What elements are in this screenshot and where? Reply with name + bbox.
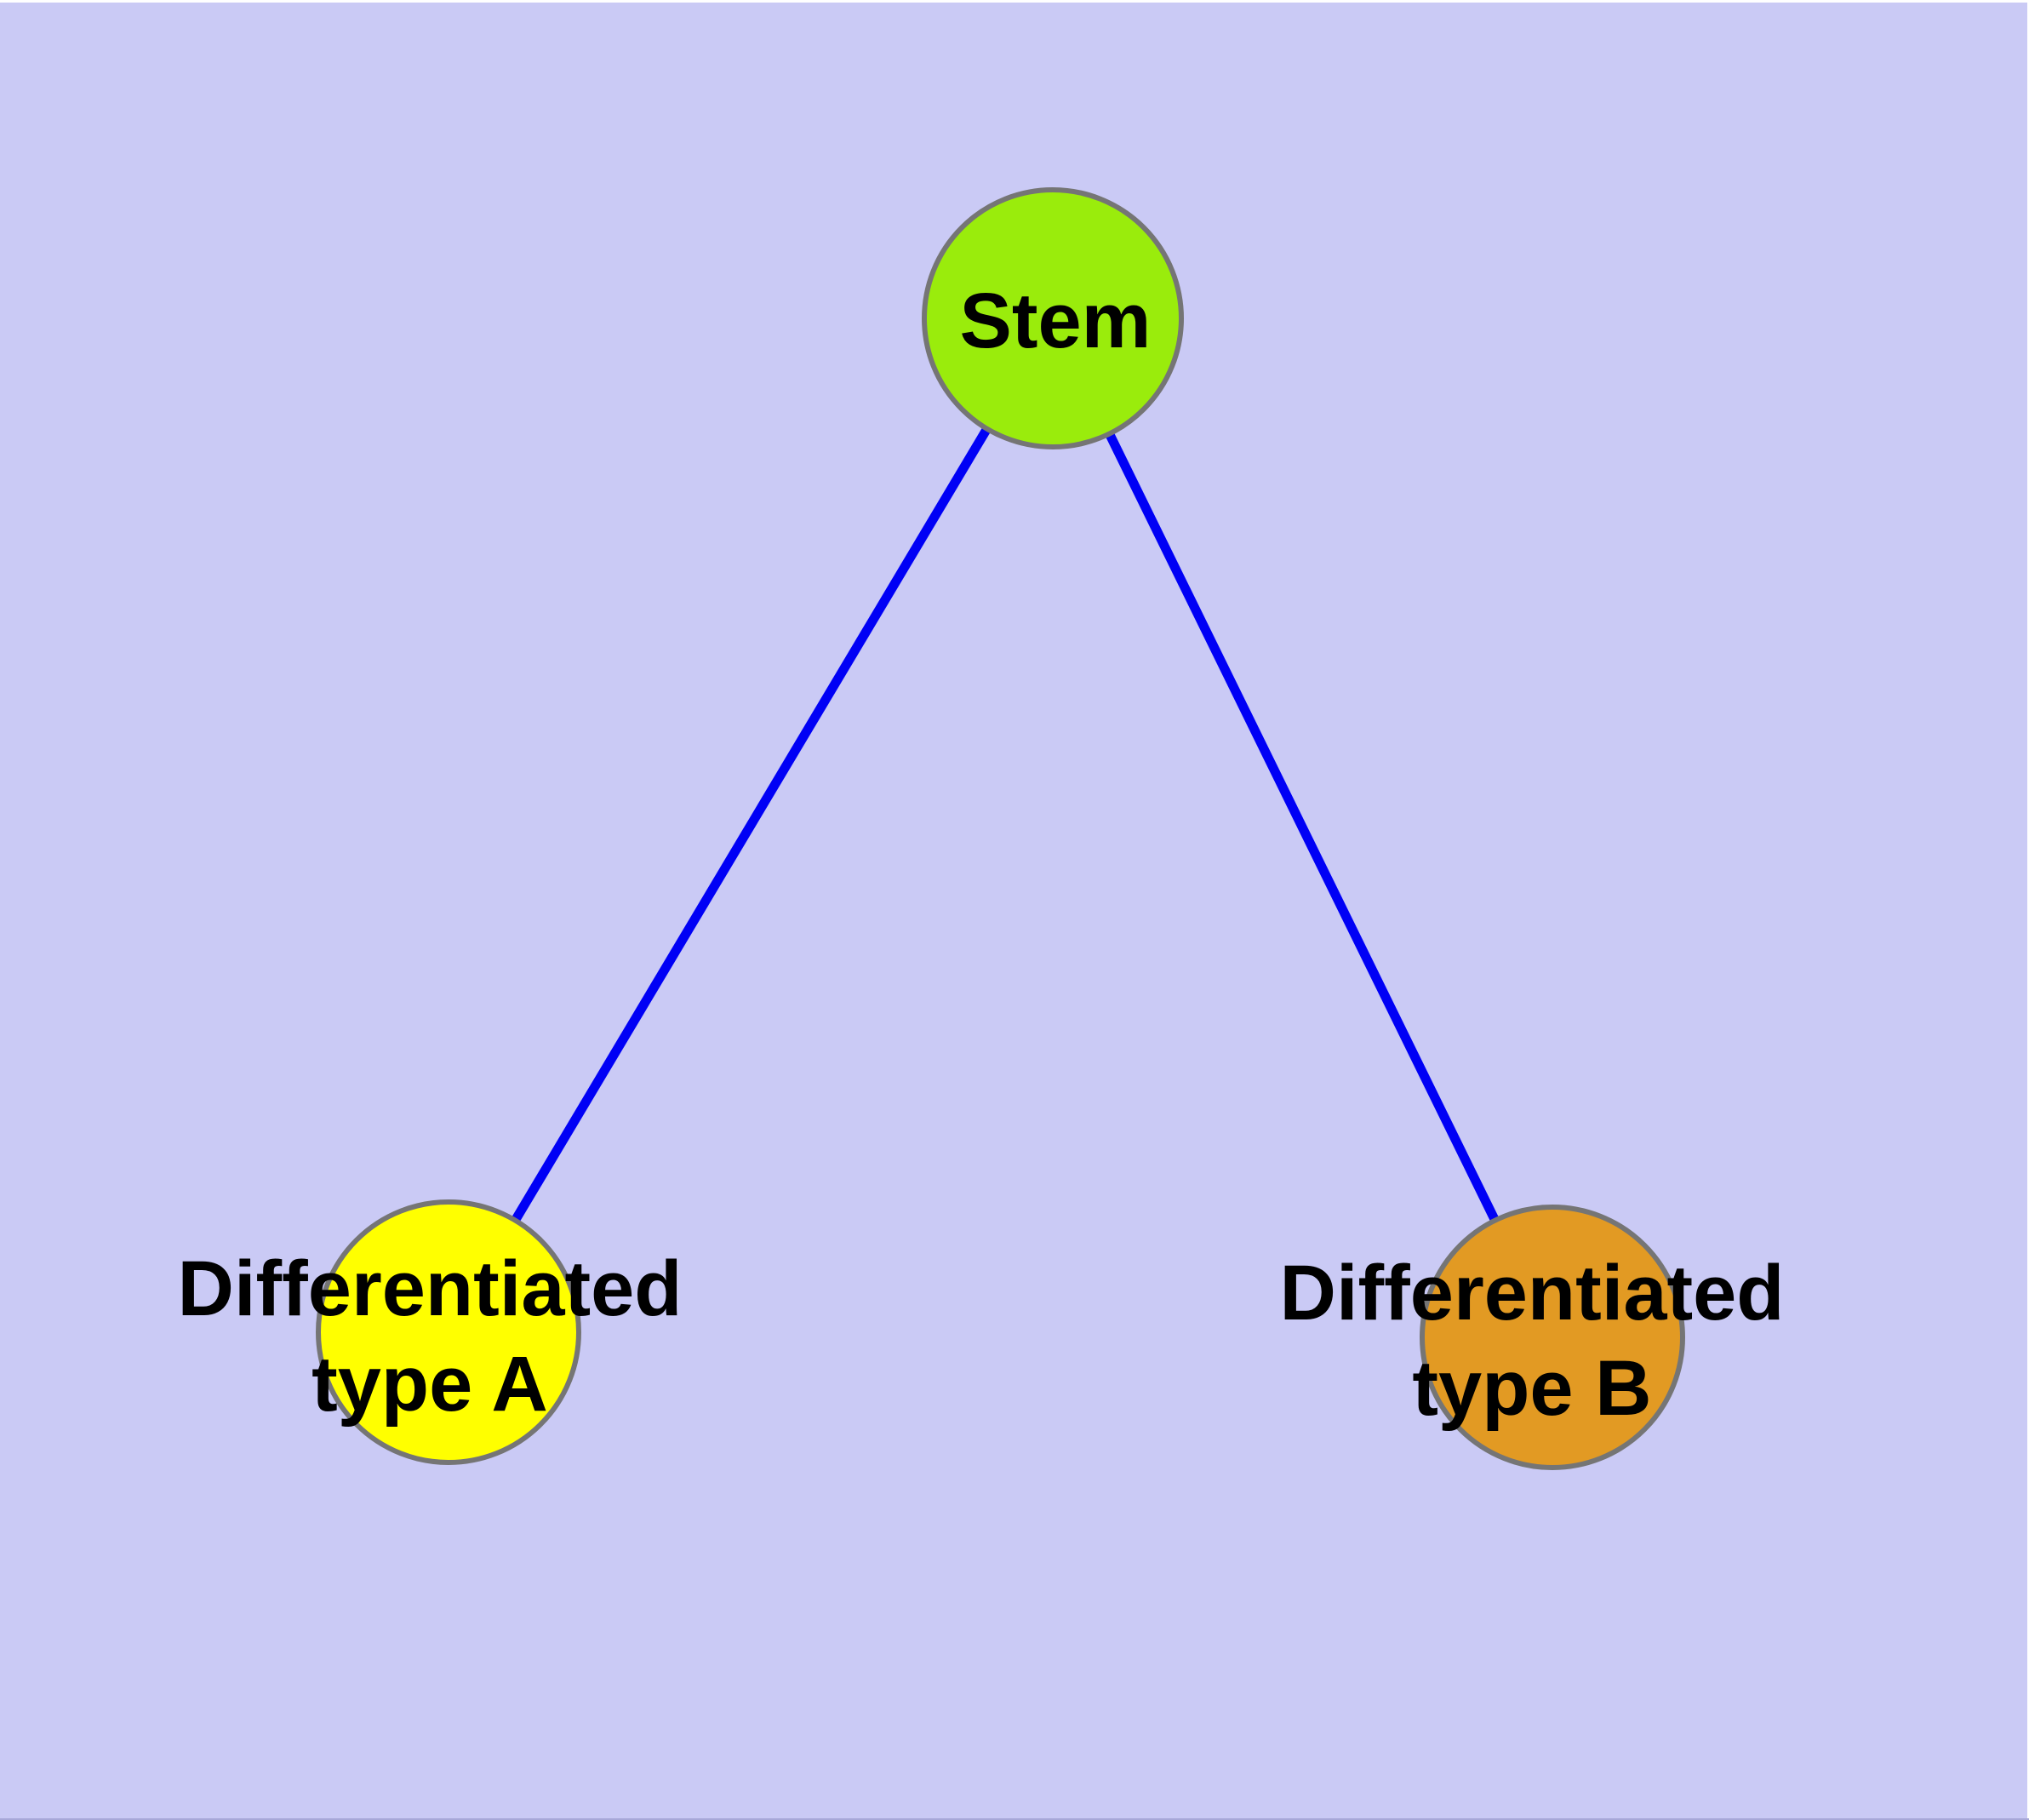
node-stem[interactable] — [922, 187, 1184, 449]
node-type-b[interactable] — [1420, 1205, 1685, 1470]
edge-stem-to-type-a[interactable] — [444, 316, 1057, 1335]
edge-stem-to-type-b[interactable] — [1049, 316, 1557, 1340]
canvas-bottom-edge — [0, 1818, 2029, 1820]
node-type-b-label-line1: Differentiated — [1280, 1250, 1785, 1336]
node-type-a[interactable] — [316, 1199, 581, 1465]
node-type-a-label-line2: type A — [311, 1341, 548, 1428]
node-type-a-label-line1: Differentiated — [178, 1245, 683, 1332]
node-type-b-label-line2: type B — [1412, 1345, 1651, 1432]
node-stem-label: Stem — [960, 278, 1152, 364]
